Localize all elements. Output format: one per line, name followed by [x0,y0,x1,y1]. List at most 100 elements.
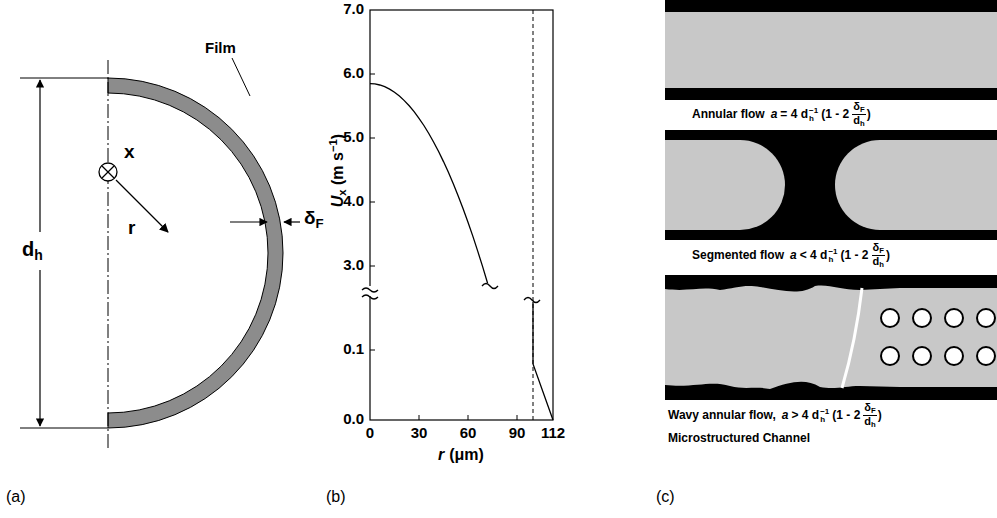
tick-label: 5.0 [343,128,364,145]
label-group: r (μm) [438,446,484,464]
formula-text: > 4 d [791,409,819,422]
tick-label: 30 [411,424,428,441]
label-group: δF [304,208,324,232]
caption-text: Segmented flow [692,249,784,262]
axis-label: r [128,217,135,238]
dimension-label: d [22,238,34,260]
subscript: x [336,189,348,195]
tick-label: 0.0 [343,410,364,427]
fraction: δFdh [863,402,876,430]
denominator: dh [863,416,876,429]
formula-text: ) [867,108,871,121]
tick-label: 3.0 [343,256,364,273]
formula-text: (1 - 2 [832,409,860,422]
formula-symbol: δ [873,241,880,253]
label-group: x [124,142,135,163]
label-group: 0.1 [320,341,364,358]
denominator: dh [852,115,865,128]
formula-text: (1 - 2 [841,249,869,262]
caption-text: Wavy annular flow, [668,409,776,422]
tick-label: 112 [541,424,565,441]
subscript: F [871,406,876,415]
label-group: 112 [533,425,573,442]
superscript: −1 [327,139,339,152]
subscript: h [871,421,876,430]
fraction: δFdh [852,101,865,129]
axis-unit: ) [329,134,346,139]
tick-label: 7.0 [343,0,364,17]
label-group: (c) [656,488,675,506]
caption: Annular flowa= 4 d−1h(1 - 2δFdh) [692,101,871,129]
axis-title: r [438,446,444,463]
caption-text: Microstructured Channel [668,431,810,445]
formula-symbol: d [873,255,880,267]
numerator: δF [872,242,885,256]
axis-unit: (μm) [449,446,484,463]
formula-symbol: d [864,415,871,427]
formula-text: < 4 d [800,249,828,262]
caption: Segmented flowa< 4 d−1h(1 - 2δFdh) [692,242,890,270]
subscript: F [316,216,324,231]
subscript: h [879,261,884,270]
subscript: h [828,256,837,264]
label-group: 0.0 [320,411,364,428]
label-group: Film [205,40,236,57]
formula-text: ) [886,249,890,262]
panel-label: (c) [656,488,675,505]
formula-symbol: a [771,108,778,121]
part-label: Film [205,39,236,56]
axis-unit: (m s [329,152,346,185]
caption: Wavy annular flow,a> 4 d−1h(1 - 2δFdh) [668,402,882,430]
label-group: 90 [497,425,537,442]
label-group: 30 [399,425,439,442]
dimension-label: δ [304,207,316,228]
subscript: h [34,247,43,263]
label-group: 60 [448,425,488,442]
formula-symbol: a [782,409,789,422]
panel-label: (a) [6,488,26,505]
formula-symbol: δ [864,401,871,413]
label-group: dh [20,238,45,264]
fraction: δFdh [872,242,885,270]
tick-label: 6.0 [343,64,364,81]
label-group: (b) [326,488,346,506]
label-group: 6.0 [320,65,364,82]
label-group: r [128,218,135,239]
subscript: F [860,105,865,114]
superscript: −1 [809,107,818,115]
formula-text: = 4 d [780,108,808,121]
tick-label: 90 [509,424,526,441]
numerator: δF [852,101,865,115]
axis-label: x [124,141,135,162]
formula-symbol: d [853,114,860,126]
tick-label: 0.1 [343,340,364,357]
label-group: 0 [350,425,390,442]
flow-patterns [665,0,997,400]
numerator: δF [863,402,876,416]
index-stack: −1h [828,248,837,264]
formula-symbol: δ [853,100,860,112]
panel-label: (b) [326,488,346,505]
velocity-chart [360,10,553,420]
axis-title: U [329,196,346,208]
index-stack: −1h [820,408,829,424]
subscript: h [820,416,829,424]
formula-text: ) [878,409,882,422]
cross-section [20,58,300,450]
label-group: Ux (m s−1) [327,101,348,241]
formula-text: (1 - 2 [821,108,849,121]
label-group: 3.0 [320,257,364,274]
index-stack: −1h [809,107,818,123]
label-group: (a) [6,488,26,506]
superscript: −1 [828,248,837,256]
subscript: F [879,246,884,255]
subscript: h [860,120,865,129]
tick-label: 60 [460,424,477,441]
tick-label: 0 [366,424,374,441]
label-group: 7.0 [320,1,364,18]
formula-symbol: a [790,249,797,262]
caption-text: Annular flow [692,108,765,121]
denominator: dh [872,256,885,269]
superscript: −1 [820,408,829,416]
subscript: h [809,115,818,123]
